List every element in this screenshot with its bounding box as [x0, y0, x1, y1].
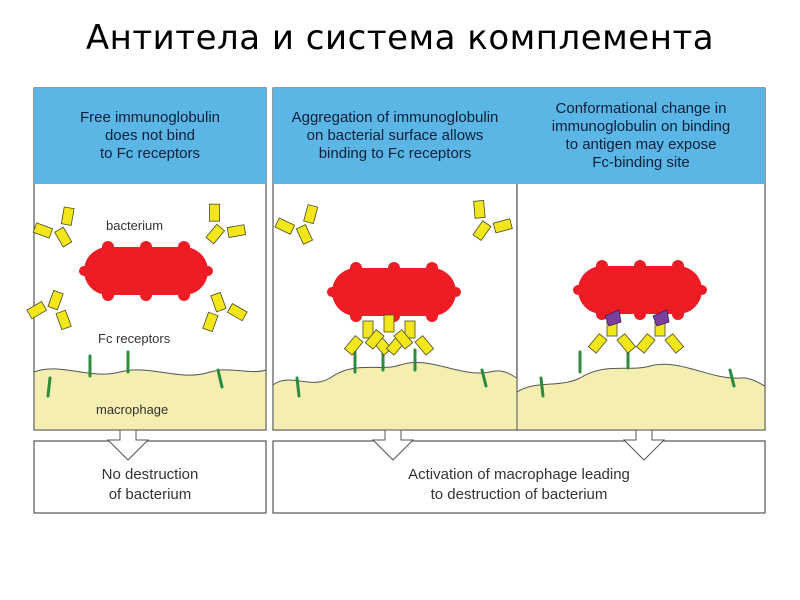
bacterium-label: bacterium	[106, 218, 164, 233]
macrophage-3	[516, 363, 766, 431]
panel-header-3: Conformational change in immunoglobulin …	[517, 88, 765, 184]
outcome-left-text: No destruction of bacterium	[101, 466, 199, 503]
bacterium-3	[573, 260, 707, 320]
bacterium-1	[79, 241, 213, 301]
outcome-box-right	[272, 440, 766, 514]
panel-header-2: Aggregation of immunoglobulin on bacteri…	[273, 88, 517, 184]
fc-receptors-label: Fc receptors	[98, 331, 171, 346]
macrophage-1	[33, 368, 267, 431]
bacterium-2	[327, 262, 461, 322]
macrophage-2	[272, 361, 518, 431]
outcome-box-left	[33, 440, 267, 514]
page-title: Антитела и система комплемента	[85, 18, 715, 58]
arrow-down-icon	[106, 429, 150, 461]
arrow-down-icon	[371, 429, 415, 461]
macrophage-label: macrophage	[96, 402, 169, 417]
arrow-down-icon	[622, 429, 666, 461]
panel-header-1: Free immunoglobulin does not bind to Fc …	[34, 88, 266, 184]
outcome-right-text: Activation of macrophage leading to dest…	[408, 466, 630, 503]
